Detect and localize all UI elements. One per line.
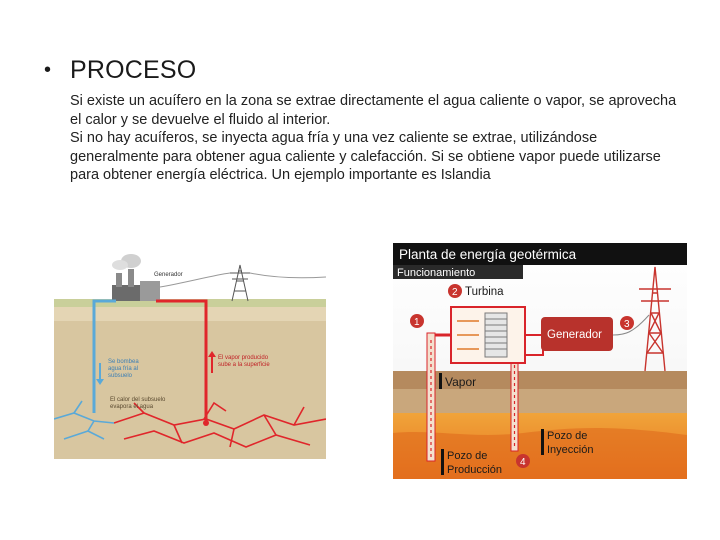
steam-label-line-2: sube a la superficie: [218, 362, 270, 368]
marker-3: 3: [620, 316, 634, 330]
paragraph-no-aquifer: Si no hay acuíferos, se inyecta agua frí…: [70, 129, 680, 185]
paragraph-aquifer: Si existe un acuífero en la zona se extr…: [70, 92, 680, 129]
plant-title: Planta de energía geotérmica: [399, 247, 577, 262]
turbine-label: Turbina: [465, 286, 504, 298]
marker-4: 4: [516, 454, 530, 468]
generator-label-right: Generador: [547, 329, 602, 341]
magma-layer: [393, 428, 687, 479]
geothermal-plant-figure: Planta de energía geotérmica Funcionamie…: [393, 243, 687, 479]
heading-row: • PROCESO: [44, 56, 196, 85]
marker-2: 2: [448, 284, 462, 298]
production-tick: [441, 449, 444, 475]
sky-area: [54, 243, 326, 303]
production-well-label-2: Producción: [447, 464, 502, 476]
heat-label-line-2: evapora el agua: [110, 404, 154, 410]
svg-text:3: 3: [624, 319, 630, 330]
plant-subtitle: Funcionamiento: [397, 267, 475, 279]
vapor-label: Vapor: [445, 375, 476, 389]
vapor-tick: [439, 373, 442, 389]
cold-label-line-3: subsuelo: [108, 373, 133, 379]
marker-1: 1: [410, 314, 424, 328]
steam-label-line-1: El vapor producido: [218, 355, 269, 361]
svg-text:4: 4: [520, 457, 526, 468]
bullet-marker: •: [44, 59, 70, 82]
generator-label: Generador: [154, 272, 183, 278]
production-well: [427, 333, 435, 461]
cold-label-line-2: agua fría al: [108, 366, 138, 372]
slide-heading: PROCESO: [70, 56, 196, 85]
svg-text:2: 2: [452, 287, 458, 298]
cold-label-line-1: Se bombea: [108, 359, 139, 365]
geothermal-schematic-svg: Generador: [54, 243, 326, 459]
injection-well-label-1: Pozo de: [547, 430, 587, 442]
injection-tick: [541, 429, 544, 455]
geothermal-plant-svg: Planta de energía geotérmica Funcionamie…: [393, 243, 687, 479]
ground-layer-top: [393, 371, 687, 389]
svg-text:1: 1: [414, 317, 420, 328]
hot-endpoint: [203, 420, 209, 426]
production-well-label-1: Pozo de: [447, 450, 487, 462]
heat-label-line-1: El calor del subsuelo: [110, 397, 166, 403]
geothermal-schematic-figure: Generador: [54, 243, 326, 459]
turbine-icon: [485, 313, 507, 357]
steam-label: El vapor producido sube a la superficie: [218, 355, 270, 368]
injection-well-label-2: Inyección: [547, 444, 593, 456]
injection-well: [511, 355, 518, 451]
ground-layer-mid: [393, 389, 687, 413]
body-text: Si existe un acuífero en la zona se extr…: [70, 92, 680, 185]
